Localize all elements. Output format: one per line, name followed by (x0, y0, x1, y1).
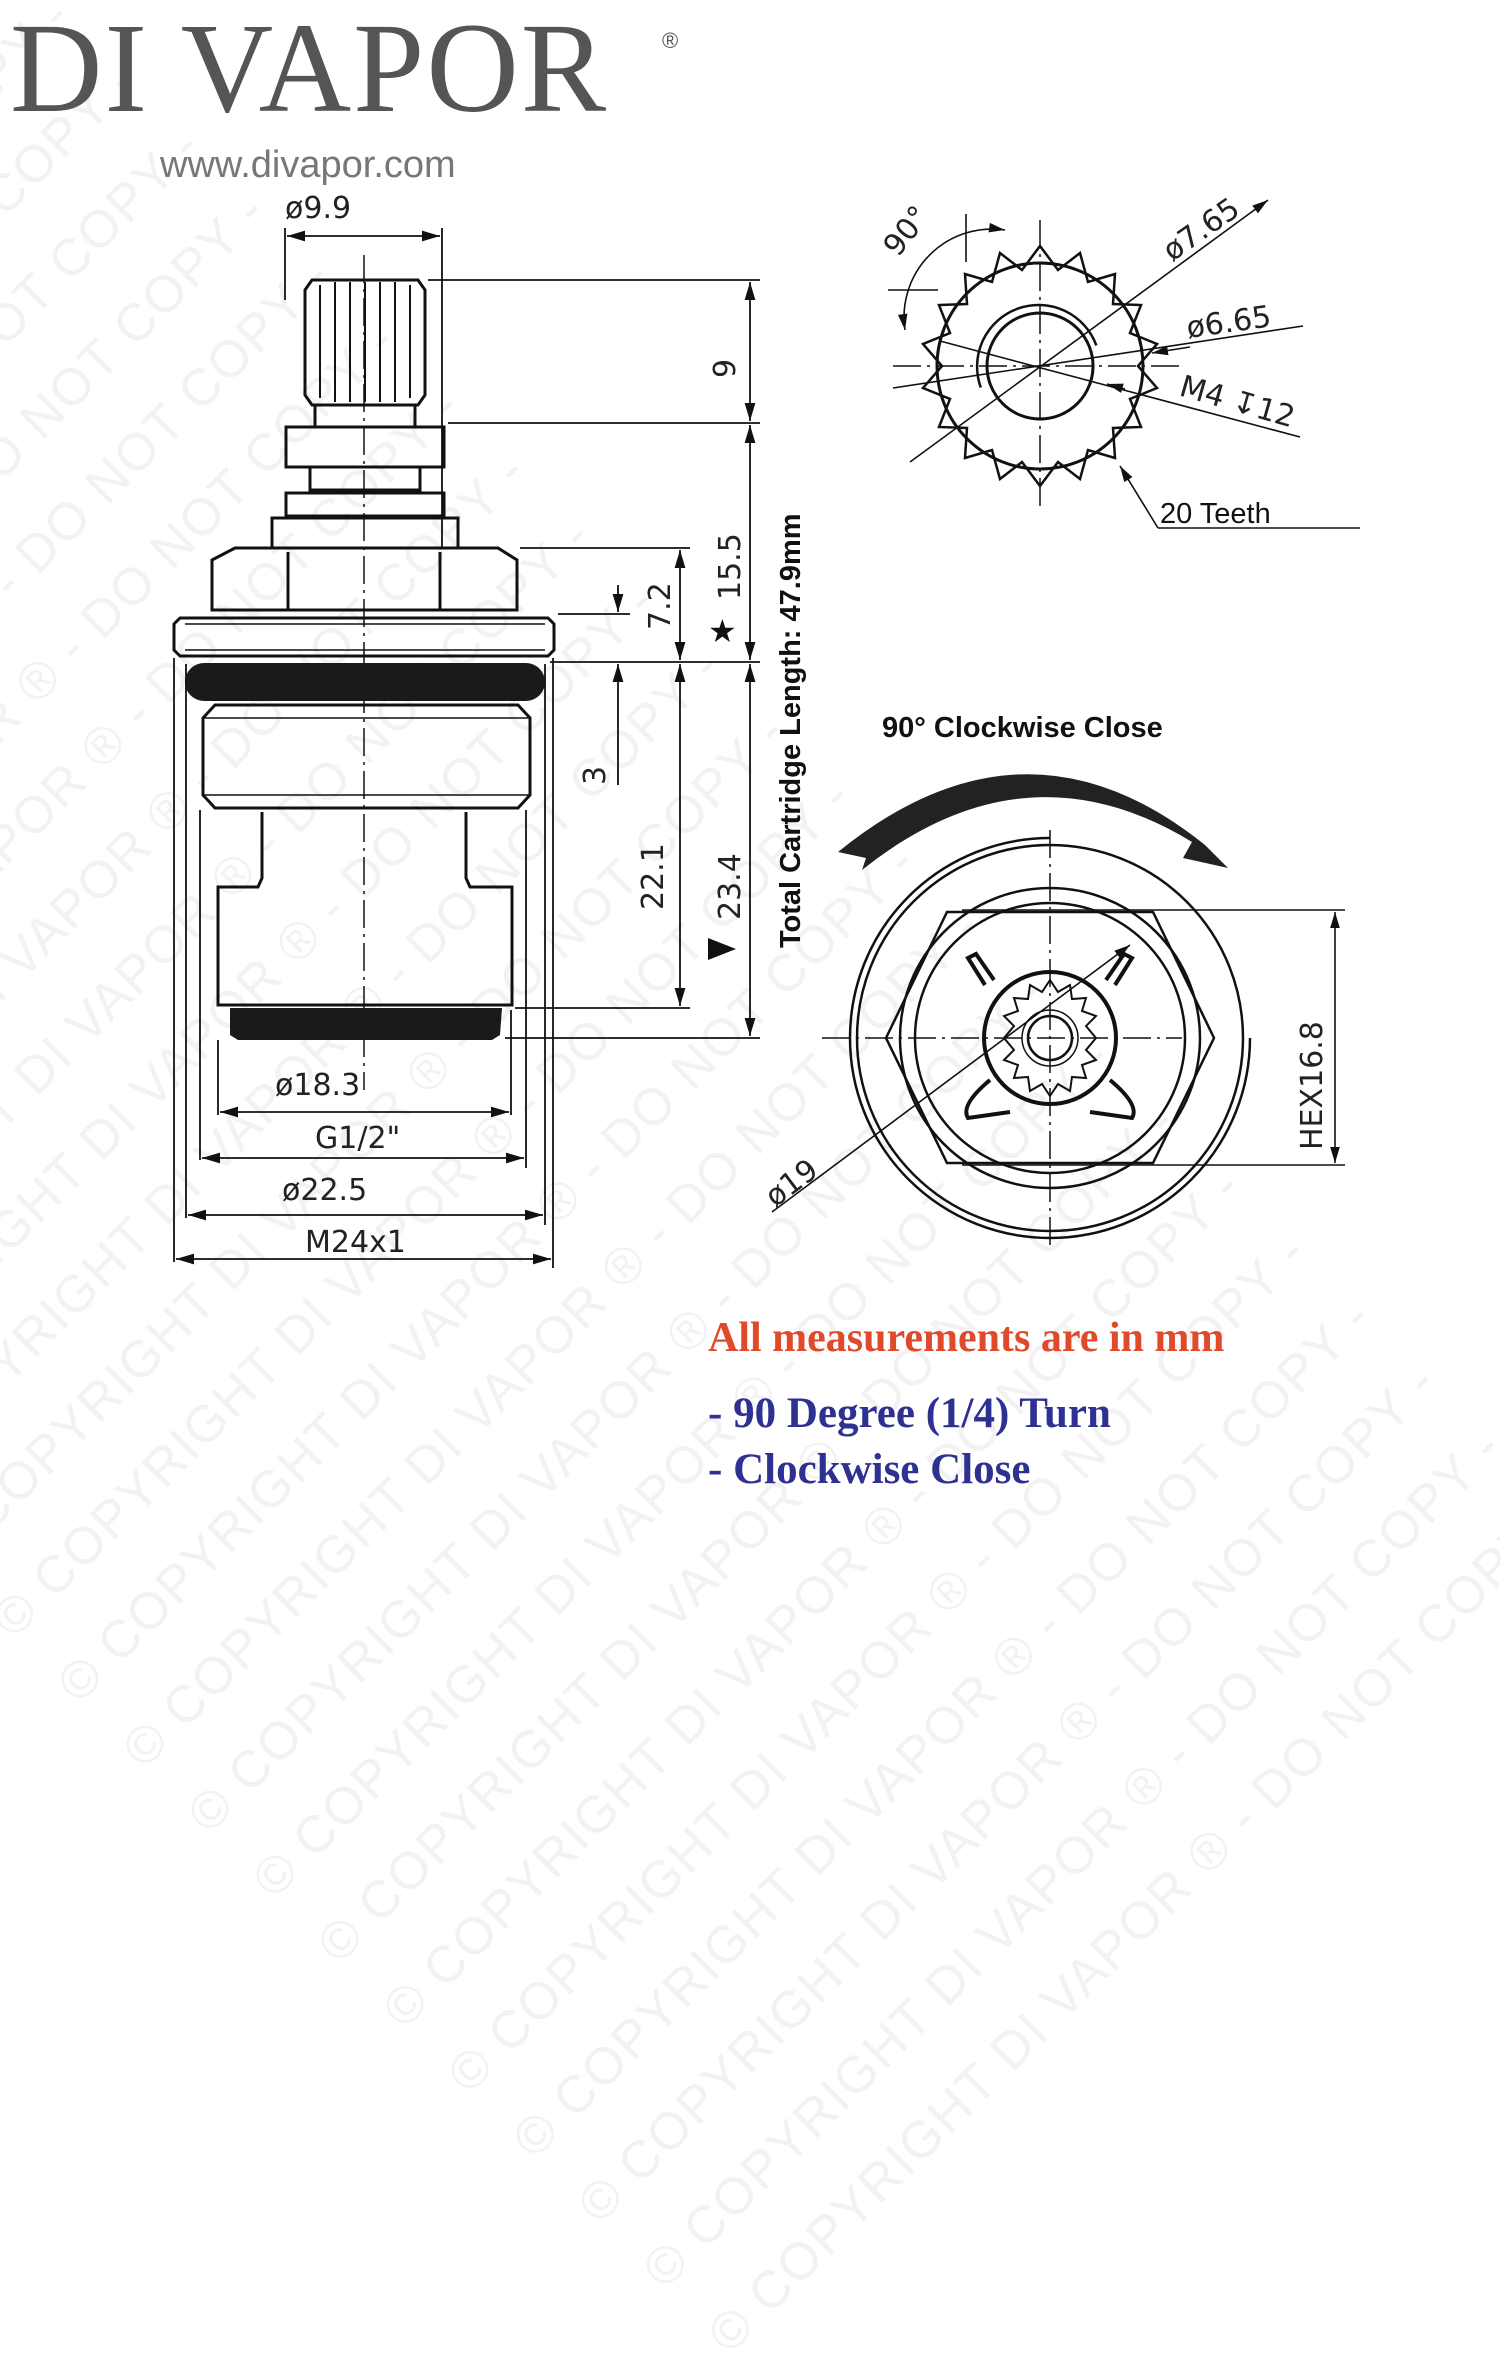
triangle-marker-icon (708, 938, 736, 960)
note-item-close: - Clockwise Close (708, 1446, 1031, 1493)
base-diameter-label: ø18.3 (275, 1068, 360, 1103)
spline-inner-diameter-label: ø6.65 (1184, 299, 1273, 346)
flange-thread-label: M24x1 (305, 1225, 406, 1260)
notes-block: All measurements are in mm - 90 Degree (… (708, 1312, 1224, 1498)
technical-drawing: ø9.9 9 15.5 ★ 7.2 3 22.1 23.4 Total Cart… (172, 191, 1360, 1268)
side-view-dimensions (173, 228, 760, 1268)
brand-url: www.divapor.com (160, 144, 456, 186)
thread-diameter-label: ø22.5 (282, 1173, 367, 1208)
spline-end-view (888, 199, 1360, 529)
top-view-diameter-label: ø19 (759, 1152, 825, 1214)
spindle-height-label: 9 (708, 359, 743, 378)
hex-size-label: HEX16.8 (1295, 1021, 1330, 1150)
nut-height-label: 15.5 (713, 533, 748, 600)
top-view (771, 830, 1345, 1245)
screw-thread-label: M4 ↧12 (1176, 369, 1299, 435)
note-item-turn: - 90 Degree (1/4) Turn (708, 1390, 1111, 1437)
body-length-label: 22.1 (636, 843, 671, 910)
teeth-count-label: 20 Teeth (1160, 498, 1271, 530)
thread-gap-label: 3 (578, 766, 613, 785)
thread-g-label: G1/2" (315, 1121, 400, 1156)
o-ring (185, 663, 545, 701)
flange-height-label: 7.2 (643, 582, 678, 630)
star-icon: ★ (708, 613, 737, 649)
registered-mark-icon: ® (662, 28, 679, 53)
measurement-unit-note: All measurements are in mm (708, 1315, 1225, 1361)
brand-name: DI VAPOR (10, 0, 609, 139)
bottom-seal (230, 1008, 502, 1040)
spline-outer-diameter-label: ø7.65 (1157, 191, 1247, 269)
total-length-label: Total Cartridge Length: 47.9mm (775, 513, 807, 948)
body-length-triangle-label: 23.4 (713, 853, 748, 920)
brand-logo: DI VAPOR ® www.divapor.com (10, 0, 678, 186)
rotation-angle-label: 90° (877, 199, 937, 262)
cartridge-side-view (172, 255, 556, 1090)
clockwise-arrow-icon (838, 774, 1228, 870)
top-view-title: 90° Clockwise Close (882, 712, 1163, 744)
spindle-diameter-label: ø9.9 (285, 191, 351, 226)
